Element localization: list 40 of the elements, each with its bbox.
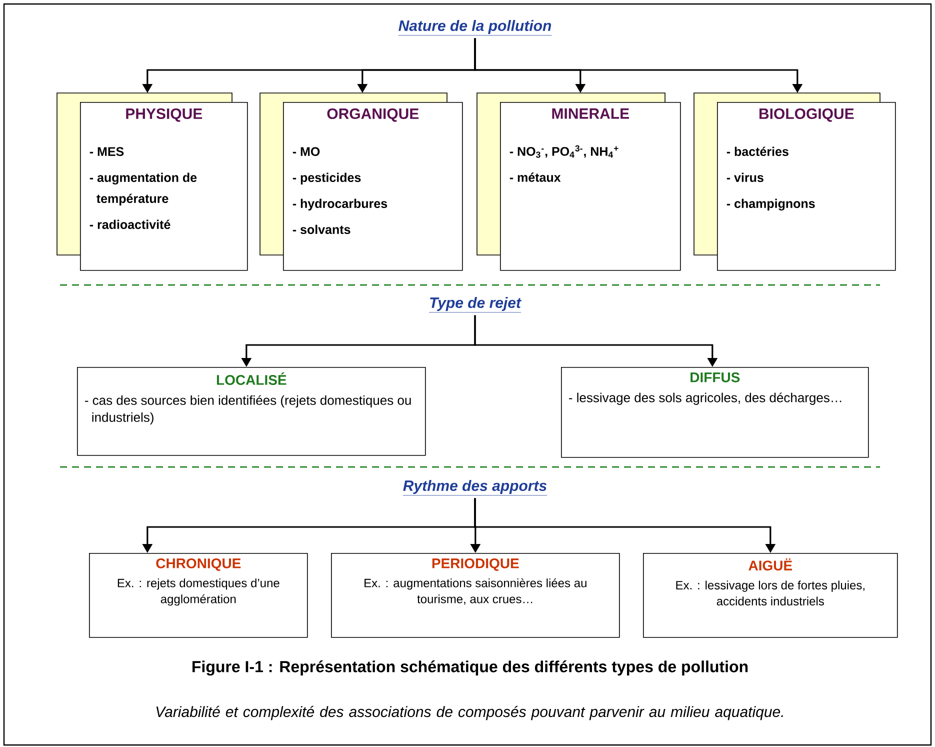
stacked-card — [260, 92, 463, 271]
box-heading: CHRONIQUE — [156, 558, 241, 571]
box-heading: DIFFUS — [690, 372, 740, 382]
card-heading: BIOLOGIQUE — [759, 108, 854, 122]
list-item: - augmentation de température — [90, 172, 197, 206]
list-item: - radioactivité — [90, 220, 170, 229]
card-heading: PHYSIQUE — [126, 108, 202, 122]
stacked-card — [476, 92, 681, 271]
description: - cas des sources bien identifiées (rejets domestiques ou industriels) — [85, 395, 411, 424]
figure-caption: Figure I-1 : Représentation schématique des différents types de pollution — [192, 660, 748, 676]
note: Variabilité et complexité des associations de composés pouvant parvenir au milieu aquatique. — [156, 706, 783, 720]
box-heading: AIGUË — [748, 558, 792, 570]
box-heading: LOCALISÉ — [216, 372, 286, 385]
stacked-card — [694, 92, 896, 271]
card-heading: ORGANIQUE — [327, 108, 419, 122]
list-item: - métaux — [510, 172, 561, 182]
list-item: - champignons — [726, 198, 815, 211]
section-heading: Rythme des apports — [402, 480, 548, 496]
category-box — [77, 367, 426, 456]
section-heading: Nature de la pollution — [398, 20, 552, 36]
list-item: - hydrocarbures — [292, 198, 388, 210]
stacked-card — [56, 92, 248, 271]
section-heading: Type de rejet — [428, 297, 522, 313]
box-heading: PERIODIQUE — [432, 558, 519, 571]
list-item: - MO — [292, 147, 320, 156]
category-box — [643, 553, 898, 638]
list-item: - MES — [90, 147, 124, 156]
list-item: - bactéries — [726, 146, 788, 156]
description: Ex. : rejets domestiques d’une agglomération — [118, 578, 280, 606]
card-heading: MINERALE — [552, 108, 629, 119]
list-item: - pesticides — [292, 172, 361, 184]
description: - lessivage des sols agricoles, des décharges… — [568, 392, 842, 405]
list-item: - solvants — [292, 224, 350, 234]
list-item: - virus — [726, 172, 764, 182]
description: Ex. : augmentations saisonnières liées au tourisme, aux crues… — [364, 578, 586, 605]
category-box — [89, 553, 308, 638]
description: Ex. : lessivage lors de fortes pluies, accidents industriels — [676, 580, 864, 606]
category-box — [561, 367, 869, 458]
list-item: - NO$_{3}$$^{-}$, PO$_{4}$$^{3-}$, NH$_{4}$+ — [510, 145, 618, 158]
category-box — [331, 553, 620, 638]
